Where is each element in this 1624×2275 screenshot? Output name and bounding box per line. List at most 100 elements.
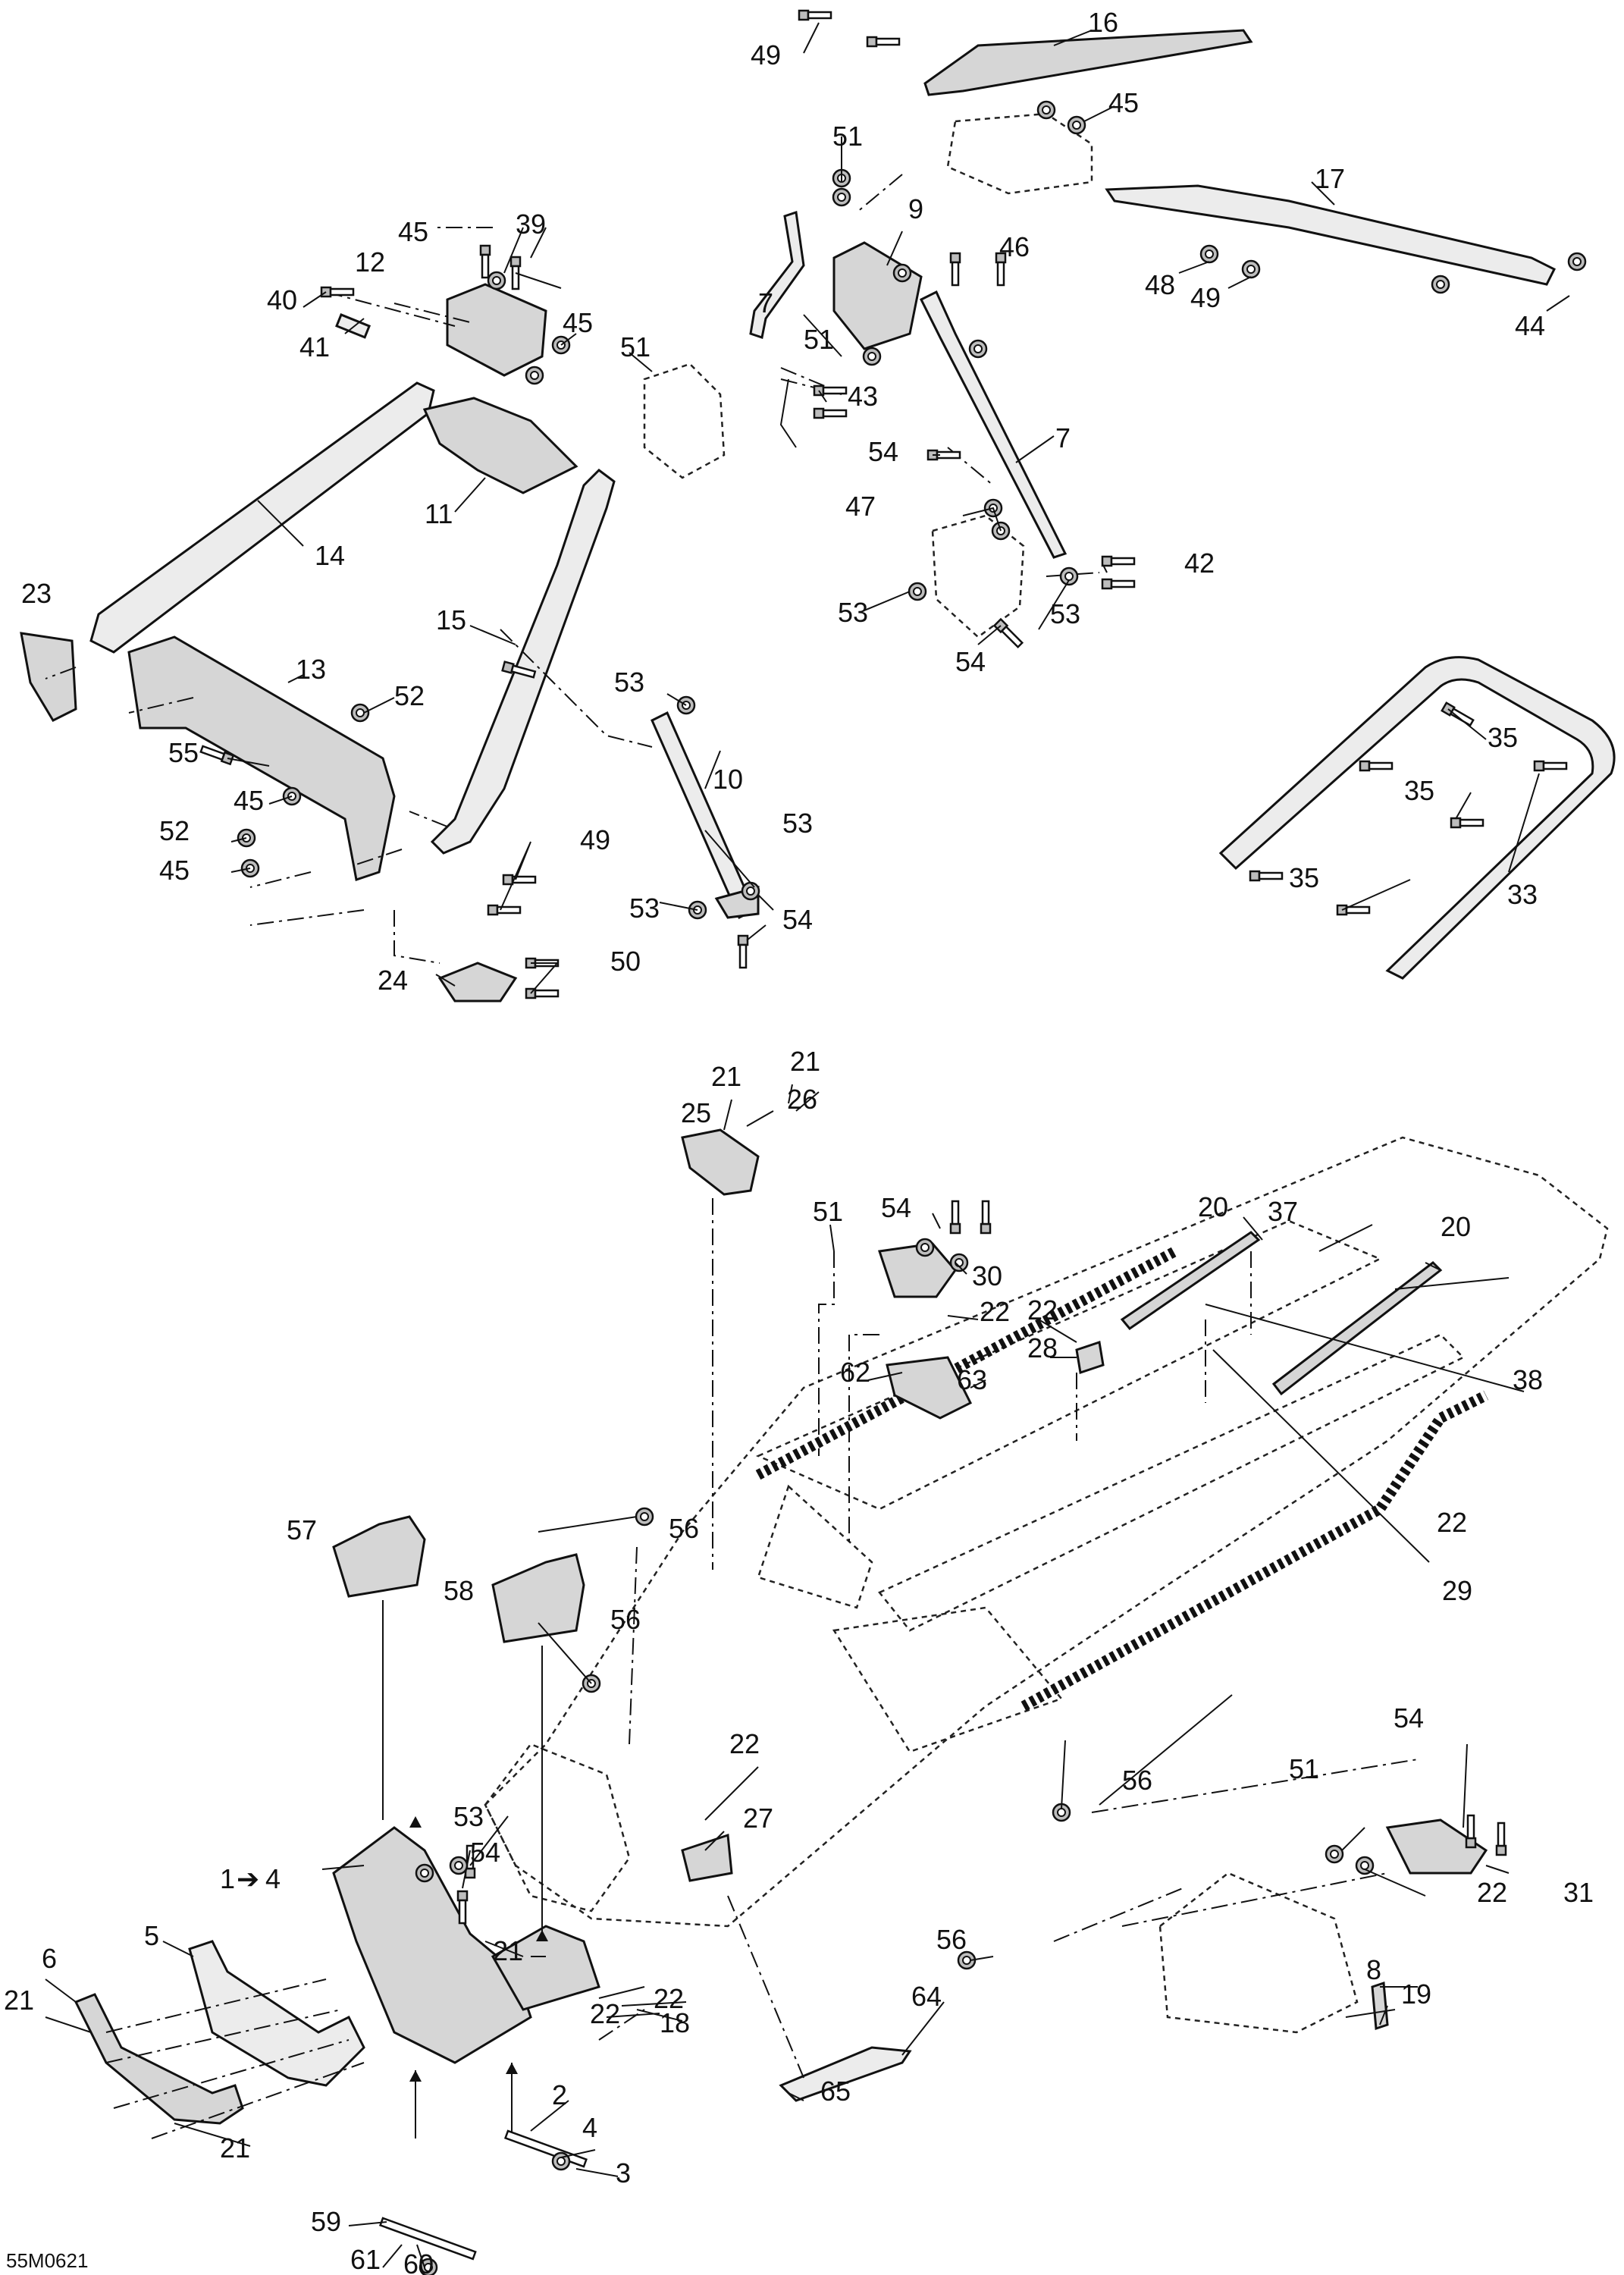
callout-37: 37 bbox=[1268, 1196, 1298, 1227]
callout-12: 12 bbox=[355, 246, 385, 278]
part-25-bracket bbox=[681, 1128, 760, 1196]
callout-21e: 21 bbox=[220, 2132, 250, 2164]
gearbox-right bbox=[931, 514, 1025, 639]
callout-45c: 45 bbox=[563, 307, 593, 338]
callout-30: 30 bbox=[972, 1260, 1002, 1291]
chassis-assembly bbox=[464, 1128, 1609, 2102]
callout-35c: 35 bbox=[1289, 862, 1319, 893]
callout-62: 62 bbox=[840, 1357, 870, 1388]
part-23-bracket bbox=[20, 632, 77, 722]
part-16-arm bbox=[923, 29, 1253, 96]
callout-51e: 51 bbox=[1289, 1753, 1319, 1784]
part-37-rail bbox=[1120, 1231, 1261, 1331]
callout-1: 1 bbox=[220, 1863, 235, 1894]
callout-39: 39 bbox=[516, 209, 546, 240]
callout-10: 10 bbox=[713, 764, 743, 795]
callout-26: 26 bbox=[787, 1084, 817, 1115]
callout-55: 55 bbox=[168, 737, 199, 768]
callout-53f: 53 bbox=[453, 1801, 484, 1832]
callout-51d: 51 bbox=[813, 1196, 843, 1227]
part-10-rod bbox=[651, 711, 756, 920]
callout-23: 23 bbox=[21, 578, 52, 609]
part-62-bracket bbox=[886, 1356, 973, 1420]
callout-labels: 16 49 45 17 48 49 44 51 9 46 7 51 51 43 … bbox=[4, 7, 1594, 2275]
callout-56b: 56 bbox=[610, 1604, 641, 1635]
callout-25: 25 bbox=[681, 1097, 711, 1128]
part-5-plate bbox=[188, 1940, 365, 2087]
part-11-bracket bbox=[422, 397, 578, 494]
callout-56c: 56 bbox=[1122, 1765, 1152, 1796]
callout-60: 60 bbox=[403, 2248, 434, 2275]
callout-54e: 54 bbox=[1394, 1702, 1424, 1734]
callout-14: 14 bbox=[315, 540, 345, 571]
callout-51c: 51 bbox=[620, 331, 651, 362]
callout-45b: 45 bbox=[398, 216, 428, 247]
part-38-rail bbox=[1271, 1261, 1443, 1396]
callout-24: 24 bbox=[378, 965, 408, 996]
callout-16: 16 bbox=[1088, 7, 1118, 38]
chassis-side-left bbox=[484, 1743, 631, 1913]
callout-35: 35 bbox=[1488, 722, 1518, 753]
callout-9: 9 bbox=[908, 193, 923, 224]
callout-59: 59 bbox=[311, 2206, 341, 2237]
callout-13: 13 bbox=[296, 654, 326, 685]
callout-11: 11 bbox=[425, 498, 453, 529]
callout-53c: 53 bbox=[614, 667, 644, 698]
callout-43: 43 bbox=[848, 381, 878, 412]
upper-center-assembly bbox=[643, 9, 1587, 649]
callout-53e: 53 bbox=[629, 893, 660, 924]
part-7-arm-left bbox=[749, 211, 805, 339]
callout-54c: 54 bbox=[782, 904, 813, 935]
leader-lines bbox=[45, 22, 1570, 2268]
callout-49b: 49 bbox=[1190, 282, 1221, 313]
callout-42: 42 bbox=[1184, 548, 1215, 579]
callout-58: 58 bbox=[444, 1575, 474, 1606]
callout-4: 4 bbox=[265, 1863, 281, 1894]
callout-54: 54 bbox=[868, 436, 898, 467]
part-27-clip bbox=[681, 1833, 733, 1882]
callout-7b: 7 bbox=[1055, 422, 1071, 453]
part-13-cross-member bbox=[127, 635, 396, 881]
callout-48: 48 bbox=[1145, 269, 1175, 300]
callout-49: 49 bbox=[751, 39, 781, 71]
part-15-bar bbox=[430, 469, 616, 855]
callout-40: 40 bbox=[267, 284, 297, 315]
callout-64: 64 bbox=[911, 1981, 942, 2012]
callout-19: 19 bbox=[1401, 1978, 1431, 2010]
part-24-bracket bbox=[437, 962, 518, 1003]
callout-52: 52 bbox=[394, 680, 425, 711]
callout-29: 29 bbox=[1442, 1575, 1472, 1606]
callout-22g: 22 bbox=[590, 1998, 620, 2029]
chassis-tunnel bbox=[484, 1136, 1609, 1928]
callout-22: 22 bbox=[980, 1296, 1010, 1327]
callout-54b: 54 bbox=[955, 646, 986, 677]
callout-38: 38 bbox=[1513, 1364, 1543, 1395]
callout-5: 5 bbox=[144, 1920, 159, 1951]
callout-21c: 21 bbox=[493, 1935, 523, 1966]
callout-56d: 56 bbox=[936, 1924, 967, 1955]
callout-21b: 21 bbox=[711, 1061, 741, 1092]
part-8-plate bbox=[1371, 1981, 1389, 2031]
callout-3: 3 bbox=[616, 2157, 631, 2189]
callout-54d: 54 bbox=[881, 1192, 911, 1223]
callout-63: 63 bbox=[957, 1364, 987, 1395]
callout-22b: 22 bbox=[1027, 1294, 1058, 1326]
callout-49c: 49 bbox=[580, 824, 610, 855]
part-58-block bbox=[491, 1553, 585, 1643]
figure-code: 55M0621 bbox=[6, 2249, 88, 2272]
callout-53d: 53 bbox=[782, 808, 813, 839]
callout-21d: 21 bbox=[4, 1985, 34, 2016]
part-12-plate bbox=[446, 283, 547, 377]
callout-7: 7 bbox=[758, 287, 773, 318]
callout-41: 41 bbox=[299, 331, 330, 362]
callout-52b: 52 bbox=[159, 815, 190, 846]
callout-35b: 35 bbox=[1404, 775, 1434, 806]
callout-45: 45 bbox=[1108, 87, 1139, 118]
callout-47: 47 bbox=[845, 491, 876, 522]
callout-44: 44 bbox=[1515, 310, 1545, 341]
callout-20b: 20 bbox=[1441, 1211, 1471, 1242]
callout-20: 20 bbox=[1198, 1191, 1228, 1222]
part-31-bracket bbox=[1385, 1818, 1488, 1875]
callout-61: 61 bbox=[350, 2244, 381, 2275]
